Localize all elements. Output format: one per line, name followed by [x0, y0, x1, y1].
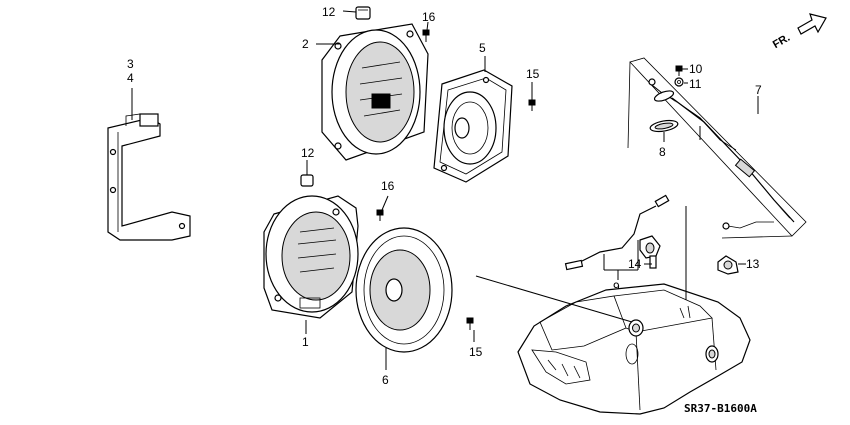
direction-label: FR. [771, 32, 792, 51]
callout-9: 9 [613, 280, 620, 294]
antenna-base [648, 78, 675, 102]
clip-part-12-top [342, 6, 371, 20]
antenna-assembly-part-7 [627, 57, 807, 239]
clip-part-12-mid [300, 160, 314, 187]
speaker-part-5 [433, 56, 513, 183]
callout-5: 5 [479, 41, 486, 55]
callout-16-top: 16 [422, 10, 436, 24]
callout-8: 8 [659, 145, 666, 159]
speaker-holder-part-2 [316, 23, 429, 161]
screw-part-16-mid [376, 195, 389, 221]
front-direction-arrow: FR. [771, 13, 827, 51]
callout-16-mid: 16 [381, 179, 395, 193]
callout-4: 4 [127, 71, 134, 85]
screw-part-15-bottom [466, 317, 475, 342]
bracket-part-3-4 [107, 88, 191, 241]
callout-1: 1 [302, 335, 309, 349]
clip-part-13 [717, 255, 746, 275]
callout-12-top: 12 [322, 5, 336, 19]
diagram-code: SR37-B1600A [684, 402, 757, 415]
callout-11: 11 [689, 77, 702, 91]
screw-part-15-top [528, 82, 536, 111]
callout-12-mid: 12 [301, 146, 315, 160]
gasket-part-8 [649, 119, 679, 142]
callout-2: 2 [302, 37, 309, 51]
leader-lines [475, 206, 687, 323]
screw-part-16-top [422, 21, 430, 42]
speaker-holder-part-1 [263, 195, 359, 334]
car-body-outline [517, 283, 751, 415]
callout-13: 13 [746, 257, 760, 271]
feeder-cable-part-9 [564, 194, 670, 280]
callout-15-top: 15 [526, 67, 540, 81]
clamp-part-14 [639, 235, 661, 269]
callout-10: 10 [689, 62, 703, 76]
callout-14: 14 [628, 257, 642, 271]
callout-15-bottom: 15 [469, 345, 483, 359]
callout-3: 3 [127, 57, 134, 71]
washer-part-11 [674, 77, 688, 87]
callout-7: 7 [755, 83, 762, 97]
callout-6: 6 [382, 373, 389, 387]
bolt-part-10 [675, 65, 688, 76]
speaker-part-6 [355, 227, 453, 370]
